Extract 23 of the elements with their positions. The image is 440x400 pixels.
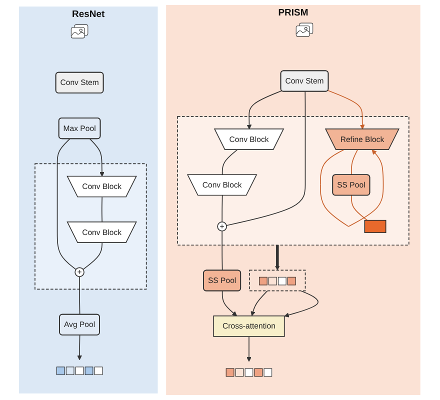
arrow — [246, 336, 252, 362]
connector — [83, 242, 103, 270]
connector — [57, 138, 77, 270]
arrow — [275, 245, 280, 270]
connector — [222, 230, 224, 271]
connector — [226, 91, 306, 226]
arrow — [247, 90, 283, 130]
connector — [222, 195, 224, 222]
node-box — [364, 220, 387, 234]
node-bar — [249, 270, 306, 292]
arrow — [284, 290, 319, 318]
arrow — [251, 290, 268, 316]
arrow — [328, 90, 366, 130]
cluster — [177, 116, 410, 246]
connector — [351, 195, 368, 221]
connector — [222, 149, 238, 176]
connector — [79, 276, 81, 315]
connector — [102, 196, 103, 223]
arrow — [320, 149, 384, 227]
arrow — [77, 334, 82, 360]
arrow — [222, 290, 238, 316]
arrow — [90, 138, 105, 177]
connector — [351, 149, 358, 176]
